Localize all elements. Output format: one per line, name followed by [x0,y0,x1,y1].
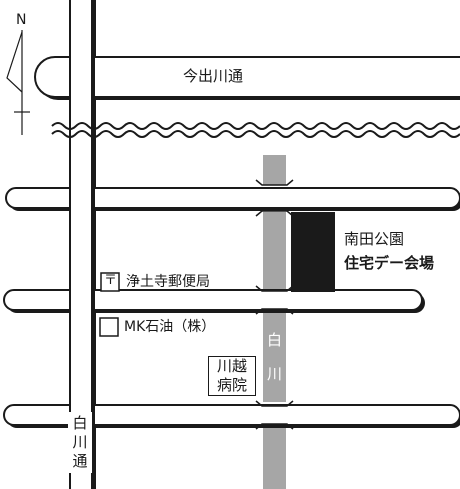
hospital-label-line-2: 病院 [216,376,247,394]
vertical-road-shadow [93,0,96,489]
post-office-icon-box [100,272,120,292]
horizontal-road-3 [3,289,425,313]
gas-station-icon [99,317,119,337]
shirakawa-river-north [263,155,286,185]
shirakawa-dori-label: 白 川 通 [68,412,92,473]
shirakawa-river-south [263,420,286,489]
horizontal-road-2 [5,187,460,211]
shirakawa-dori-char-1: 白 [72,414,88,432]
shirakawa-river-label: 白 川 [263,330,286,384]
park-label: 南田公園 [344,230,405,248]
compass-label: N [16,12,27,28]
bridge-markers [255,179,294,430]
post-office-symbol: 〒 [104,273,118,288]
map-break-waves [51,122,460,138]
north-arrow-icon [6,30,30,135]
imadegawa-dori-road [34,56,460,100]
hospital-label: 川越 病院 [208,356,256,396]
venue-building [291,212,335,292]
gas-station-label: MK石油（株） [124,319,216,335]
imadegawa-dori-label: 今出川通 [183,67,244,85]
venue-label: 住宅デー会場 [344,254,435,272]
shirakawa-dori-char-3: 通 [72,452,88,470]
river-label-char-1: 白 [266,331,282,349]
post-office-label: 浄土寺郵便局 [126,274,210,290]
shirakawa-dori-char-2: 川 [72,433,88,451]
river-label-char-2: 川 [266,365,282,383]
hospital-label-line-1: 川越 [216,357,247,375]
horizontal-road-4 [3,404,460,428]
